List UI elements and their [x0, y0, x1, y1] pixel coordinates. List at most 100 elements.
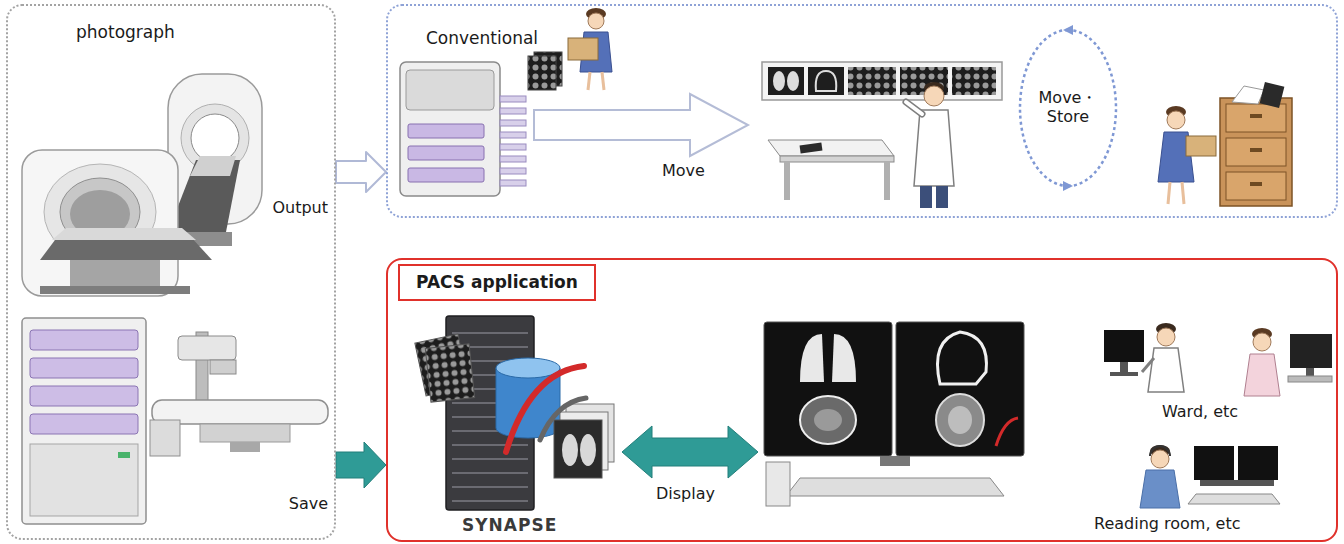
x-ray-table [230, 442, 260, 452]
light-box [848, 67, 896, 95]
file-cabinet [1220, 98, 1292, 206]
light-box [768, 67, 804, 95]
reading-room-staff [1188, 494, 1280, 504]
file-cabinet [1250, 148, 1262, 152]
ward-staff [1142, 358, 1154, 372]
desk [884, 162, 890, 200]
area-heading: Conventional [426, 28, 538, 49]
ward-staff [1288, 376, 1332, 382]
film-processor [30, 358, 138, 378]
dual-monitor [880, 456, 910, 466]
move-arrow [534, 94, 748, 156]
film-processor [30, 444, 138, 516]
mri-scanner [52, 228, 196, 240]
dual-monitor [814, 409, 842, 431]
reading-room-staff [1194, 446, 1234, 480]
ct-scanner [168, 74, 262, 246]
file-cabinet [1260, 82, 1285, 108]
dual-monitor [764, 322, 892, 456]
staff-carrying-films [568, 38, 598, 60]
laser-imager [500, 120, 526, 126]
laser-imager [400, 62, 526, 196]
light-box [787, 71, 799, 91]
edge-label: Save [287, 494, 330, 513]
staff-filing [1186, 136, 1216, 156]
light-box [773, 71, 785, 91]
pacs-area: PACS application [386, 258, 1338, 542]
database [496, 358, 560, 378]
dual-monitor [832, 334, 856, 382]
doctor-figure [914, 110, 954, 186]
dual-monitor [786, 478, 1004, 496]
display-arrow [622, 426, 758, 478]
light-box [816, 71, 837, 91]
move-arrow [534, 94, 748, 156]
flow-step-label: Display [654, 484, 717, 503]
dual-monitor [938, 332, 987, 384]
film-processor [22, 318, 146, 524]
ward-staff [1110, 372, 1138, 376]
flow-step-label: Move [660, 161, 707, 180]
doctor-figure [936, 186, 948, 208]
edge-label: Output [270, 198, 330, 217]
x-ray-table [150, 420, 180, 456]
doctor-figure [906, 82, 954, 208]
film-processor [22, 318, 146, 524]
staff-carrying-films [588, 13, 604, 29]
ward-staff [1253, 333, 1271, 351]
file-cabinet [1250, 114, 1262, 118]
display-arrow [622, 426, 758, 478]
ward-staff [1148, 348, 1184, 392]
desk [768, 140, 894, 156]
ward-staff [1104, 330, 1144, 362]
staff-carrying-films [588, 72, 590, 90]
doctor-figure [920, 186, 932, 208]
film-stack [554, 404, 614, 478]
reading-room-staff [1150, 446, 1170, 456]
reading-room-staff [1238, 446, 1278, 480]
staff-filing [1167, 111, 1185, 129]
staff-filing [1168, 182, 1170, 204]
pacs-heading: PACS application [398, 264, 596, 301]
film-processor [118, 452, 130, 458]
file-cabinet [1226, 172, 1286, 200]
x-ray-table [210, 360, 236, 374]
mri-scanner [22, 150, 178, 296]
file-cabinet [1226, 138, 1286, 166]
modality-area: photograph [6, 4, 336, 540]
x-ray-table [178, 336, 236, 360]
mri-scanner [40, 286, 190, 294]
ward-staff [1104, 323, 1332, 396]
staff-carrying-films [602, 72, 604, 90]
staff-filing [1158, 106, 1216, 204]
dual-monitor [800, 396, 856, 444]
mri-scanner [70, 260, 160, 286]
laser-imager [500, 180, 526, 186]
mri-scanner [22, 150, 212, 296]
product-logo-mark [506, 366, 584, 452]
ward-staff [1290, 334, 1332, 368]
laser-imager [500, 132, 526, 138]
film-processor [30, 330, 138, 350]
film-processor [30, 386, 138, 406]
dual-monitor [936, 394, 984, 446]
laser-imager [408, 168, 484, 182]
file-cabinet [1250, 182, 1262, 186]
laser-imager [500, 156, 526, 162]
dual-monitor [800, 334, 824, 382]
ct-scanner [190, 156, 236, 176]
product-logo-mark [540, 398, 586, 440]
laser-imager [500, 144, 526, 150]
doctor-figure [924, 86, 944, 106]
dual-monitor [766, 462, 790, 506]
output-arrow [336, 152, 386, 192]
reading-room-staff [1200, 480, 1274, 486]
dual-monitor [764, 322, 1024, 506]
film-stack [554, 420, 602, 478]
product-logo-text: SYNAPSE [460, 515, 559, 535]
desk [784, 162, 790, 200]
